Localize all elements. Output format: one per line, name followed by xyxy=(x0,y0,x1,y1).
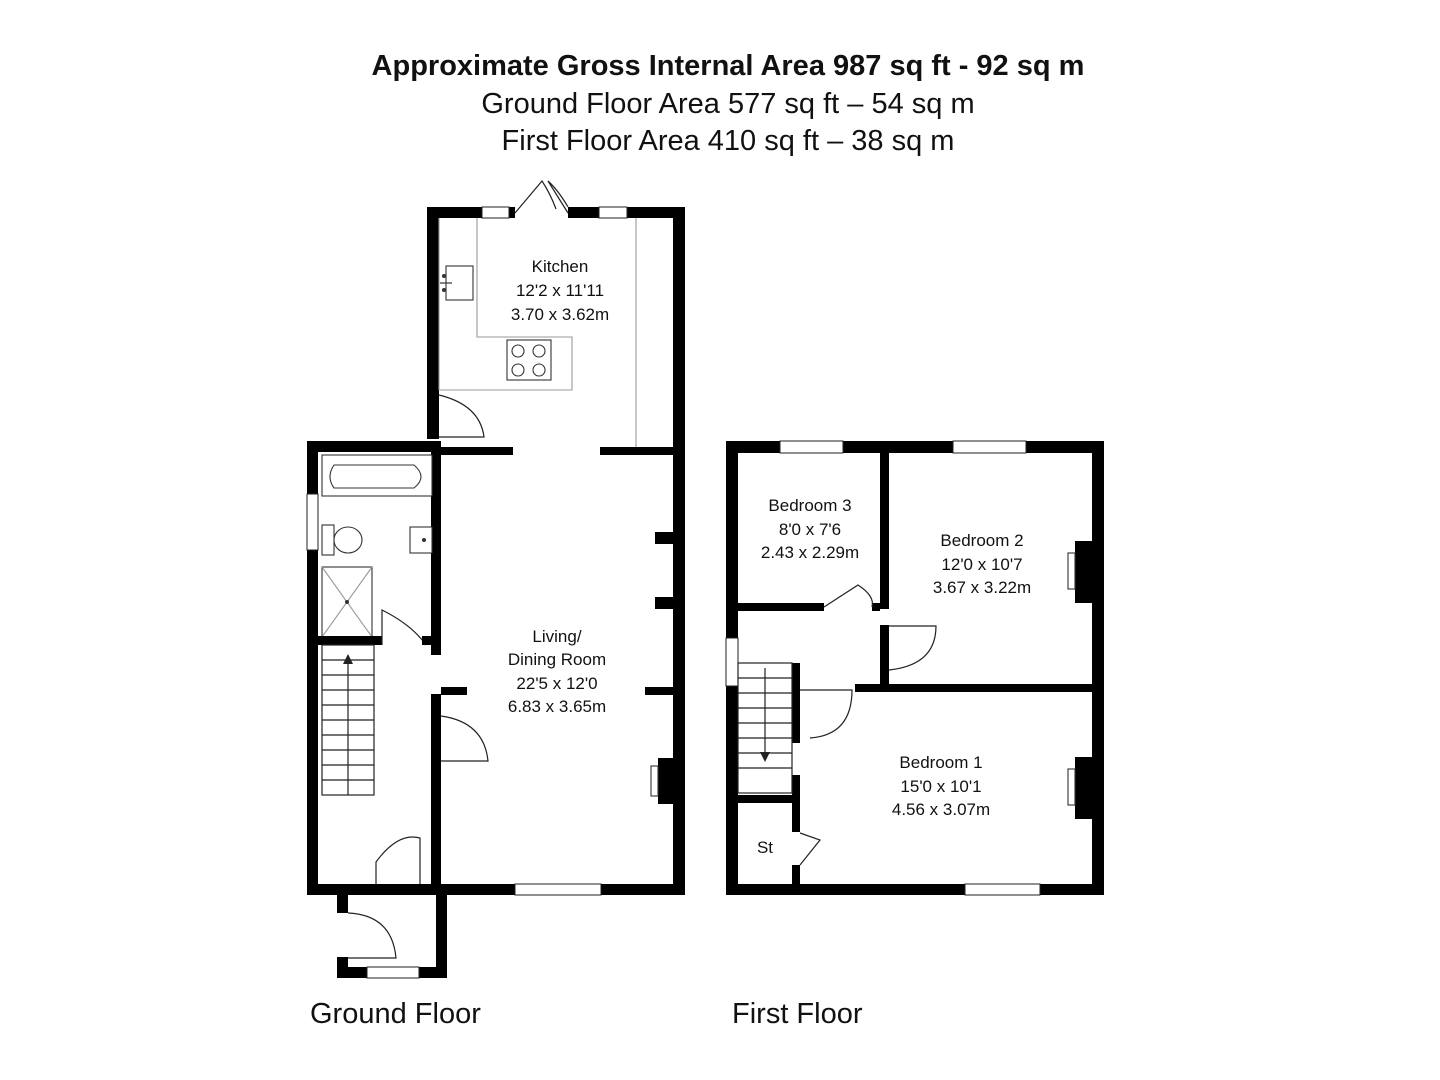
bedroom1-size-metric: 4.56 x 3.07m xyxy=(892,800,990,819)
ground-floor-label: Ground Floor xyxy=(310,998,481,1030)
kitchen-hob xyxy=(506,339,552,381)
kitchen-window-left xyxy=(481,206,510,219)
kitchen-name: Kitchen xyxy=(532,257,589,276)
kitchen-size-imperial: 12'2 x 11'11 xyxy=(516,281,604,300)
wash-basin xyxy=(409,526,433,554)
front-door xyxy=(375,836,421,884)
bathroom-door xyxy=(381,609,427,646)
bedroom2-name: Bedroom 2 xyxy=(940,531,1023,550)
bathtub xyxy=(321,454,433,497)
bedroom3-door xyxy=(823,584,874,608)
bedroom1-size-imperial: 15'0 x 10'1 xyxy=(900,777,981,796)
store-name: St xyxy=(757,838,773,857)
first-floor-plan xyxy=(725,440,1104,896)
living-name-line2: Dining Room xyxy=(508,650,606,669)
gross-area-title: Approximate Gross Internal Area 987 sq f… xyxy=(371,50,1085,82)
landing-window xyxy=(725,637,739,687)
bedroom3-size-metric: 2.43 x 2.29m xyxy=(761,543,859,562)
first-floor-staircase xyxy=(737,662,793,794)
toilet xyxy=(321,524,363,556)
bedroom3-name: Bedroom 3 xyxy=(768,496,851,515)
kitchen-window-right xyxy=(598,206,628,219)
kitchen-sink xyxy=(440,265,474,301)
living-size-metric: 6.83 x 3.65m xyxy=(508,697,606,716)
ground-floor-staircase xyxy=(321,644,375,796)
bedroom3-size-imperial: 8'0 x 7'6 xyxy=(779,520,841,539)
kitchen-size-metric: 3.70 x 3.62m xyxy=(511,305,609,324)
shower xyxy=(321,566,373,638)
bedroom2-door xyxy=(888,625,937,671)
bedroom1-window xyxy=(964,883,1041,896)
bedroom3-window xyxy=(779,440,844,454)
ground-floor-plan xyxy=(306,180,685,979)
bathroom-window xyxy=(306,493,319,551)
living-room-door xyxy=(440,715,489,762)
bedroom1-door xyxy=(800,689,853,739)
first-floor-area: First Floor Area 410 sq ft – 38 sq m xyxy=(501,125,955,157)
bedroom2-size-imperial: 12'0 x 10'7 xyxy=(941,555,1022,574)
bedroom2-window xyxy=(952,440,1027,454)
porch-window xyxy=(366,966,420,979)
porch-door xyxy=(347,912,397,959)
bedroom2-size-metric: 3.67 x 3.22m xyxy=(933,578,1031,597)
ground-floor-area: Ground Floor Area 577 sq ft – 54 sq m xyxy=(481,88,975,120)
bedroom1-name: Bedroom 1 xyxy=(899,753,982,772)
living-front-window xyxy=(514,883,602,896)
living-name-line1: Living/ xyxy=(532,627,581,646)
first-floor-label: First Floor xyxy=(732,998,863,1030)
living-size-imperial: 22'5 x 12'0 xyxy=(516,674,597,693)
store-door xyxy=(799,832,821,866)
kitchen-back-door xyxy=(438,394,485,438)
french-doors xyxy=(514,180,569,214)
kitchen-worktop xyxy=(438,218,573,391)
